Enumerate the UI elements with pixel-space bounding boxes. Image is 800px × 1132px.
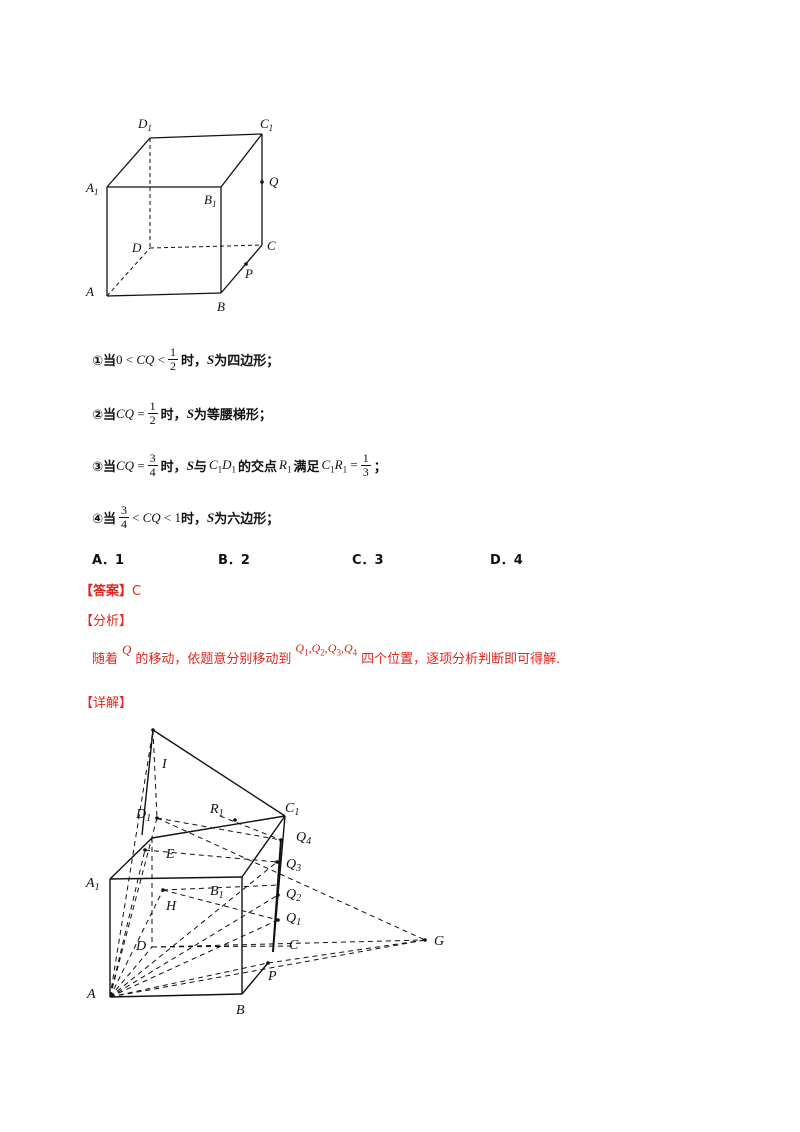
label-e: E xyxy=(165,847,175,862)
label-d: D xyxy=(131,240,142,255)
label-c: C xyxy=(267,238,276,253)
cube-figure-2: I D1 R1 C1 Q4 Q3 E A1 B1 Q2 H Q1 D C G A… xyxy=(85,728,444,1018)
answer-value: C xyxy=(132,584,142,599)
detail-label: 【详解】 xyxy=(80,696,133,711)
analysis-text: 随着 Q 的移动，依题意分别移动到 Q1,Q2,Q3,Q4 四个位置，逐项分析判… xyxy=(92,641,561,667)
cube-figure-1: D1 C1 A1 B1 Q D C P A B xyxy=(85,116,279,314)
label-a: A xyxy=(86,987,96,1002)
label-g: G xyxy=(434,934,444,949)
label-c: C xyxy=(289,938,299,953)
label-a1: A1 xyxy=(85,876,100,893)
label-r1: R1 xyxy=(209,802,224,819)
label-d1: D1 xyxy=(135,807,151,824)
label-q4: Q4 xyxy=(296,830,311,847)
label-q2: Q2 xyxy=(286,887,301,904)
label-q3: Q3 xyxy=(286,857,301,874)
option-d[interactable]: D．4 xyxy=(490,553,523,568)
point-q xyxy=(260,180,264,184)
label-b1: B1 xyxy=(204,192,216,209)
label-p: P xyxy=(267,969,277,984)
label-q1: Q1 xyxy=(286,911,301,928)
label-c1: C1 xyxy=(285,801,299,818)
label-q: Q xyxy=(269,174,279,189)
label-b1: B1 xyxy=(210,884,224,901)
analysis-label: 【分析】 xyxy=(80,614,133,629)
label-d: D xyxy=(135,939,146,954)
point-p xyxy=(244,262,248,266)
option-b[interactable]: B．2 xyxy=(218,553,250,568)
label-b: B xyxy=(236,1003,245,1018)
answer-line: 【答案】C xyxy=(80,584,142,599)
label-a: A xyxy=(85,284,94,299)
label-h: H xyxy=(165,899,177,914)
label-i: I xyxy=(161,757,168,772)
label-c1: C1 xyxy=(260,116,273,133)
label-a1: A1 xyxy=(85,180,98,197)
option-a[interactable]: A．1 xyxy=(92,553,125,568)
label-d1: D1 xyxy=(137,116,152,133)
label-b: B xyxy=(217,299,225,314)
label-p: P xyxy=(244,266,253,281)
option-c[interactable]: C．3 xyxy=(352,553,384,568)
